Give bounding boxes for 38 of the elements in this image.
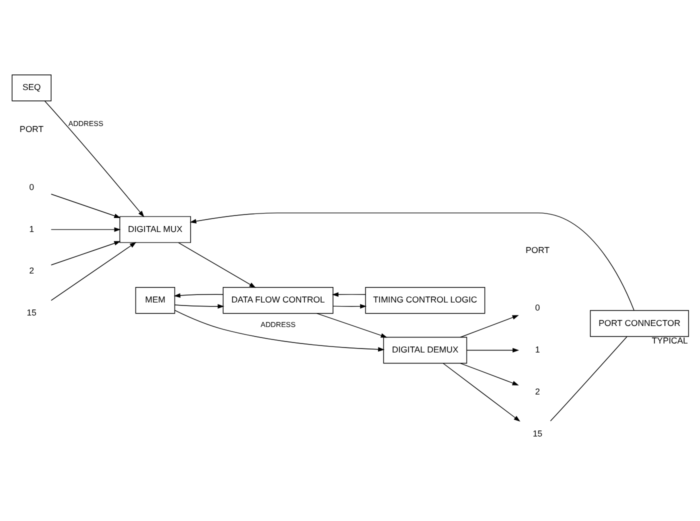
arrow bbox=[50, 193, 121, 218]
edge-label: ADDRESS bbox=[68, 118, 104, 128]
node-text: 1 bbox=[29, 223, 34, 234]
arrow bbox=[316, 312, 388, 338]
edge-label: ADDRESS bbox=[260, 320, 296, 329]
arrow bbox=[174, 304, 224, 308]
node-text: 15 bbox=[26, 307, 36, 318]
node-box: PORT CONNECTOR bbox=[590, 310, 689, 336]
arrow bbox=[50, 240, 121, 265]
arrow bbox=[174, 309, 385, 352]
node-text: 0 bbox=[29, 181, 34, 192]
node-box: DIGITAL DEMUX bbox=[383, 336, 468, 364]
arrow bbox=[50, 226, 121, 232]
node-box: DIGITAL MUX bbox=[119, 216, 191, 242]
node-box: DATA FLOW CONTROL bbox=[222, 286, 334, 314]
label: PORT bbox=[20, 124, 44, 134]
node-text: 2 bbox=[29, 265, 34, 276]
node-box: TIMING CONTROL LOGIC bbox=[365, 286, 486, 314]
node-text: 2 bbox=[535, 386, 540, 396]
arrow bbox=[442, 362, 520, 422]
node-text: 0 bbox=[535, 302, 540, 312]
arrow bbox=[50, 242, 136, 300]
arrow bbox=[332, 304, 367, 308]
arrow bbox=[332, 292, 366, 296]
connector bbox=[550, 336, 628, 421]
arrow bbox=[178, 242, 256, 288]
node-box: SEQ bbox=[12, 74, 52, 101]
node-text: 15 bbox=[532, 428, 542, 438]
arrow bbox=[460, 362, 519, 385]
arrow bbox=[466, 347, 520, 352]
label: PORT bbox=[526, 244, 550, 254]
node-label: TYPICAL bbox=[652, 334, 688, 345]
arrow bbox=[174, 292, 224, 298]
node-box: MEM bbox=[135, 286, 176, 314]
arrow bbox=[190, 212, 634, 310]
arrow bbox=[44, 100, 144, 217]
node-text: 1 bbox=[535, 344, 540, 354]
arrow bbox=[460, 314, 519, 338]
